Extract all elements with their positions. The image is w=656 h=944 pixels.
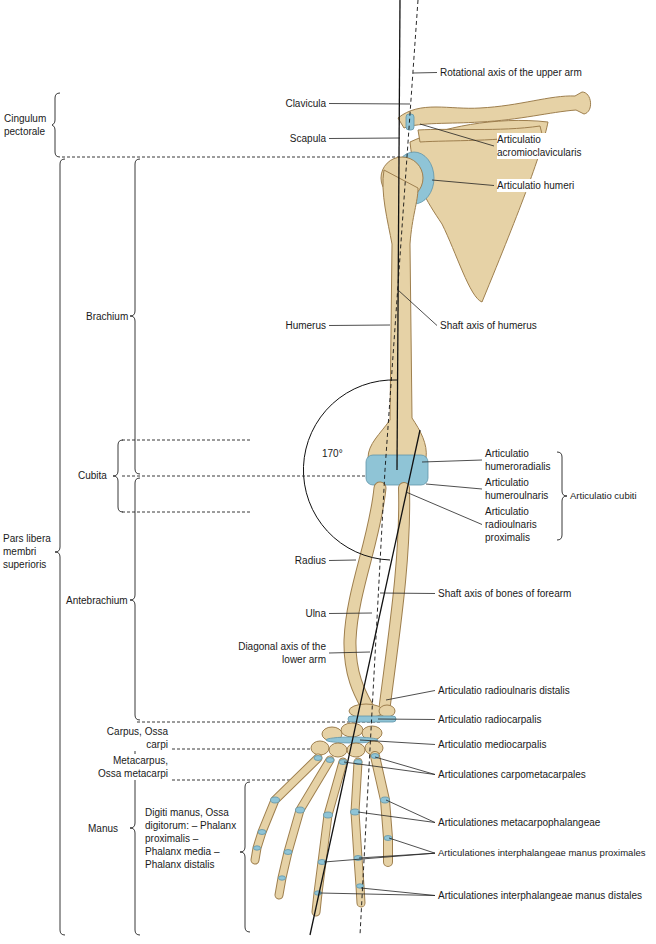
joint-label: Articulatio radioulnaris proximalis: [485, 505, 555, 544]
joint-label: Articulationes metacarpophalangeae: [438, 816, 600, 829]
leader-line: [344, 762, 435, 775]
angle-label: 170°: [322, 447, 343, 460]
bone-label: Radius: [295, 554, 326, 567]
bone-label: Clavicula: [285, 97, 326, 110]
bone-label: Scapula: [290, 132, 326, 145]
joint-label: Articulatio humeroradialis: [485, 447, 555, 473]
region-label: Cubita: [78, 469, 107, 482]
joint-cartilage: [406, 114, 414, 130]
leader-line: [329, 560, 356, 562]
clavicle-bone: [398, 92, 591, 128]
leader-line: [398, 290, 437, 326]
joint-label: Articulationes interphalangeae manus dis…: [438, 889, 642, 902]
ulna-distal-end: [379, 705, 395, 717]
leader-line: [329, 613, 372, 615]
axis-line: [310, 0, 420, 935]
axis-label: Shaft axis of bones of forearm: [438, 587, 571, 600]
leader-line: [380, 593, 435, 595]
leader-line: [329, 103, 410, 105]
region-label: Brachium: [86, 310, 128, 323]
region-label: Manus: [88, 822, 118, 835]
radius-bone: [350, 488, 380, 712]
leader-line: [378, 719, 435, 721]
region-label: Antebrachium: [66, 594, 128, 607]
region-label: Cingulum pectorale: [4, 112, 52, 138]
leader-line: [426, 484, 482, 489]
bone-label: Humerus: [285, 319, 326, 332]
axis-label: Diagonal axis of the lower arm: [236, 640, 326, 666]
ulna-bone: [384, 488, 404, 712]
joint-label: Articulatio humeri: [497, 179, 574, 192]
leader-line: [389, 838, 435, 853]
bracket: [50, 93, 567, 935]
leader-line: [324, 853, 435, 862]
joint-label: Articulationes interphalangeae manus pro…: [438, 847, 646, 859]
leader-line: [413, 72, 437, 74]
joint-group-label: Articulatio cubiti: [570, 490, 637, 502]
leader-line: [420, 124, 494, 146]
axis-label: Shaft axis of humerus: [440, 319, 537, 332]
joint-label: Articulationes carpometacarpales: [438, 768, 586, 781]
region-label: Digiti manus, Ossa digitorum: – Phalanx …: [145, 806, 237, 871]
leader-line: [386, 691, 435, 701]
leader-line: [432, 180, 494, 186]
region-divider: [62, 157, 400, 780]
joint-label: Articulatio mediocarpalis: [438, 738, 546, 751]
joint-label: Articulatio radiocarpalis: [438, 713, 541, 726]
leader-line: [329, 325, 390, 327]
ulna-bone-outline: [384, 488, 404, 712]
joint-label: Articulatio radioulnaris distalis: [438, 684, 570, 697]
leader-line: [386, 800, 435, 823]
joint-label: Articulatio acromioclavicularis: [497, 133, 607, 159]
region-label: Carpus, Ossa carpi: [106, 725, 168, 751]
angle-arc: [303, 380, 397, 560]
bone-label: Ulna: [305, 607, 326, 620]
leader-line: [329, 138, 400, 140]
region-label: Metacarpus, Ossa metacarpi: [92, 754, 168, 780]
leader-line: [360, 740, 435, 745]
leader-line: [406, 492, 482, 525]
region-label: Pars libera membri superioris: [3, 532, 55, 571]
joint-label: Articulatio humeroulnaris: [485, 476, 555, 502]
leader-line: [320, 893, 435, 896]
leader-line: [422, 460, 482, 462]
leader-line: [375, 757, 435, 775]
leader-line: [329, 652, 370, 653]
axis-label: Rotational axis of the upper arm: [440, 66, 582, 79]
radius-bone-outline: [350, 488, 380, 712]
